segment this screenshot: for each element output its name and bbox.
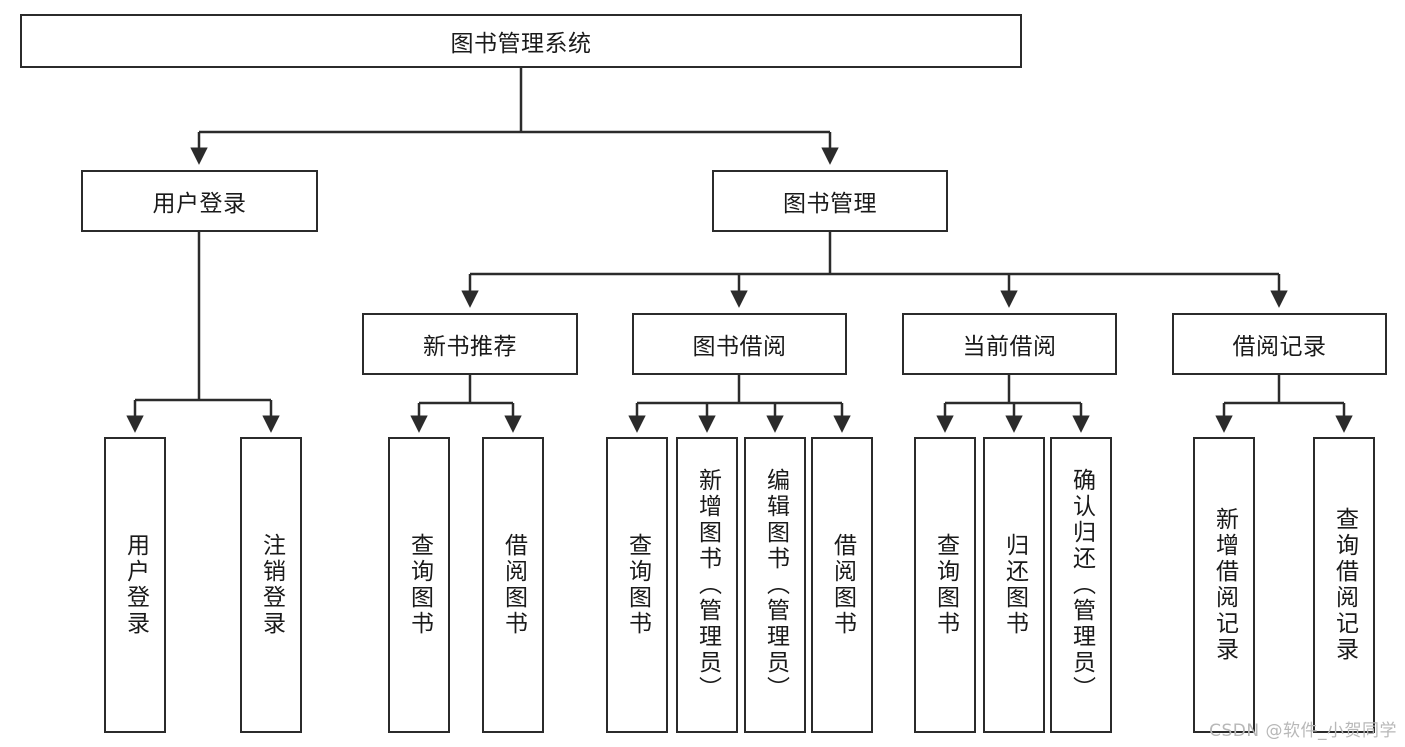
node-user-login[interactable]: 用户登录 xyxy=(81,170,318,232)
leaf-new-book-query[interactable]: 查询图书 xyxy=(388,437,450,733)
node-label: 注销登录 xyxy=(258,533,285,637)
leaf-book-borrow-borrow[interactable]: 借阅图书 xyxy=(811,437,873,733)
leaf-current-borrow-return[interactable]: 归还图书 xyxy=(983,437,1045,733)
node-borrow-record[interactable]: 借阅记录 xyxy=(1172,313,1387,375)
node-label: 编辑图书（管理员） xyxy=(762,468,789,702)
node-book-borrow[interactable]: 图书借阅 xyxy=(632,313,847,375)
leaf-book-borrow-edit[interactable]: 编辑图书（管理员） xyxy=(744,437,806,733)
leaf-user-login-login[interactable]: 用户登录 xyxy=(104,437,166,733)
leaf-book-borrow-query[interactable]: 查询图书 xyxy=(606,437,668,733)
node-label: 查询借阅记录 xyxy=(1331,507,1358,663)
node-new-book-recommend[interactable]: 新书推荐 xyxy=(362,313,578,375)
leaf-new-book-borrow[interactable]: 借阅图书 xyxy=(482,437,544,733)
csdn-watermark: CSDN @软件_小贺同学 xyxy=(1209,721,1397,741)
node-label: 查询图书 xyxy=(624,533,651,637)
node-label: 图书管理 xyxy=(783,191,877,217)
node-label: 新书推荐 xyxy=(423,334,517,360)
leaf-borrow-record-add[interactable]: 新增借阅记录 xyxy=(1193,437,1255,733)
node-book-management[interactable]: 图书管理 xyxy=(712,170,948,232)
node-label: 新增借阅记录 xyxy=(1211,507,1238,663)
leaf-current-borrow-query[interactable]: 查询图书 xyxy=(914,437,976,733)
node-label: 查询图书 xyxy=(406,533,433,637)
node-label: 用户登录 xyxy=(122,533,149,637)
leaf-user-login-logout[interactable]: 注销登录 xyxy=(240,437,302,733)
node-label: 新增图书（管理员） xyxy=(694,468,721,702)
leaf-current-borrow-confirm-return[interactable]: 确认归还（管理员） xyxy=(1050,437,1112,733)
node-label: 查询图书 xyxy=(932,533,959,637)
leaf-borrow-record-query[interactable]: 查询借阅记录 xyxy=(1313,437,1375,733)
node-label: 借阅图书 xyxy=(829,533,856,637)
node-label: 图书借阅 xyxy=(692,334,787,360)
node-current-borrow[interactable]: 当前借阅 xyxy=(902,313,1117,375)
node-label: 借阅图书 xyxy=(500,533,527,637)
node-label: 图书管理系统 xyxy=(450,31,592,57)
node-label: 用户登录 xyxy=(152,191,247,217)
node-label: 借阅记录 xyxy=(1232,334,1327,360)
node-label: 确认归还（管理员） xyxy=(1068,468,1095,702)
node-label: 归还图书 xyxy=(1001,533,1028,637)
leaf-book-borrow-add[interactable]: 新增图书（管理员） xyxy=(676,437,738,733)
node-root-system[interactable]: 图书管理系统 xyxy=(20,14,1022,68)
node-label: 当前借阅 xyxy=(962,334,1057,360)
